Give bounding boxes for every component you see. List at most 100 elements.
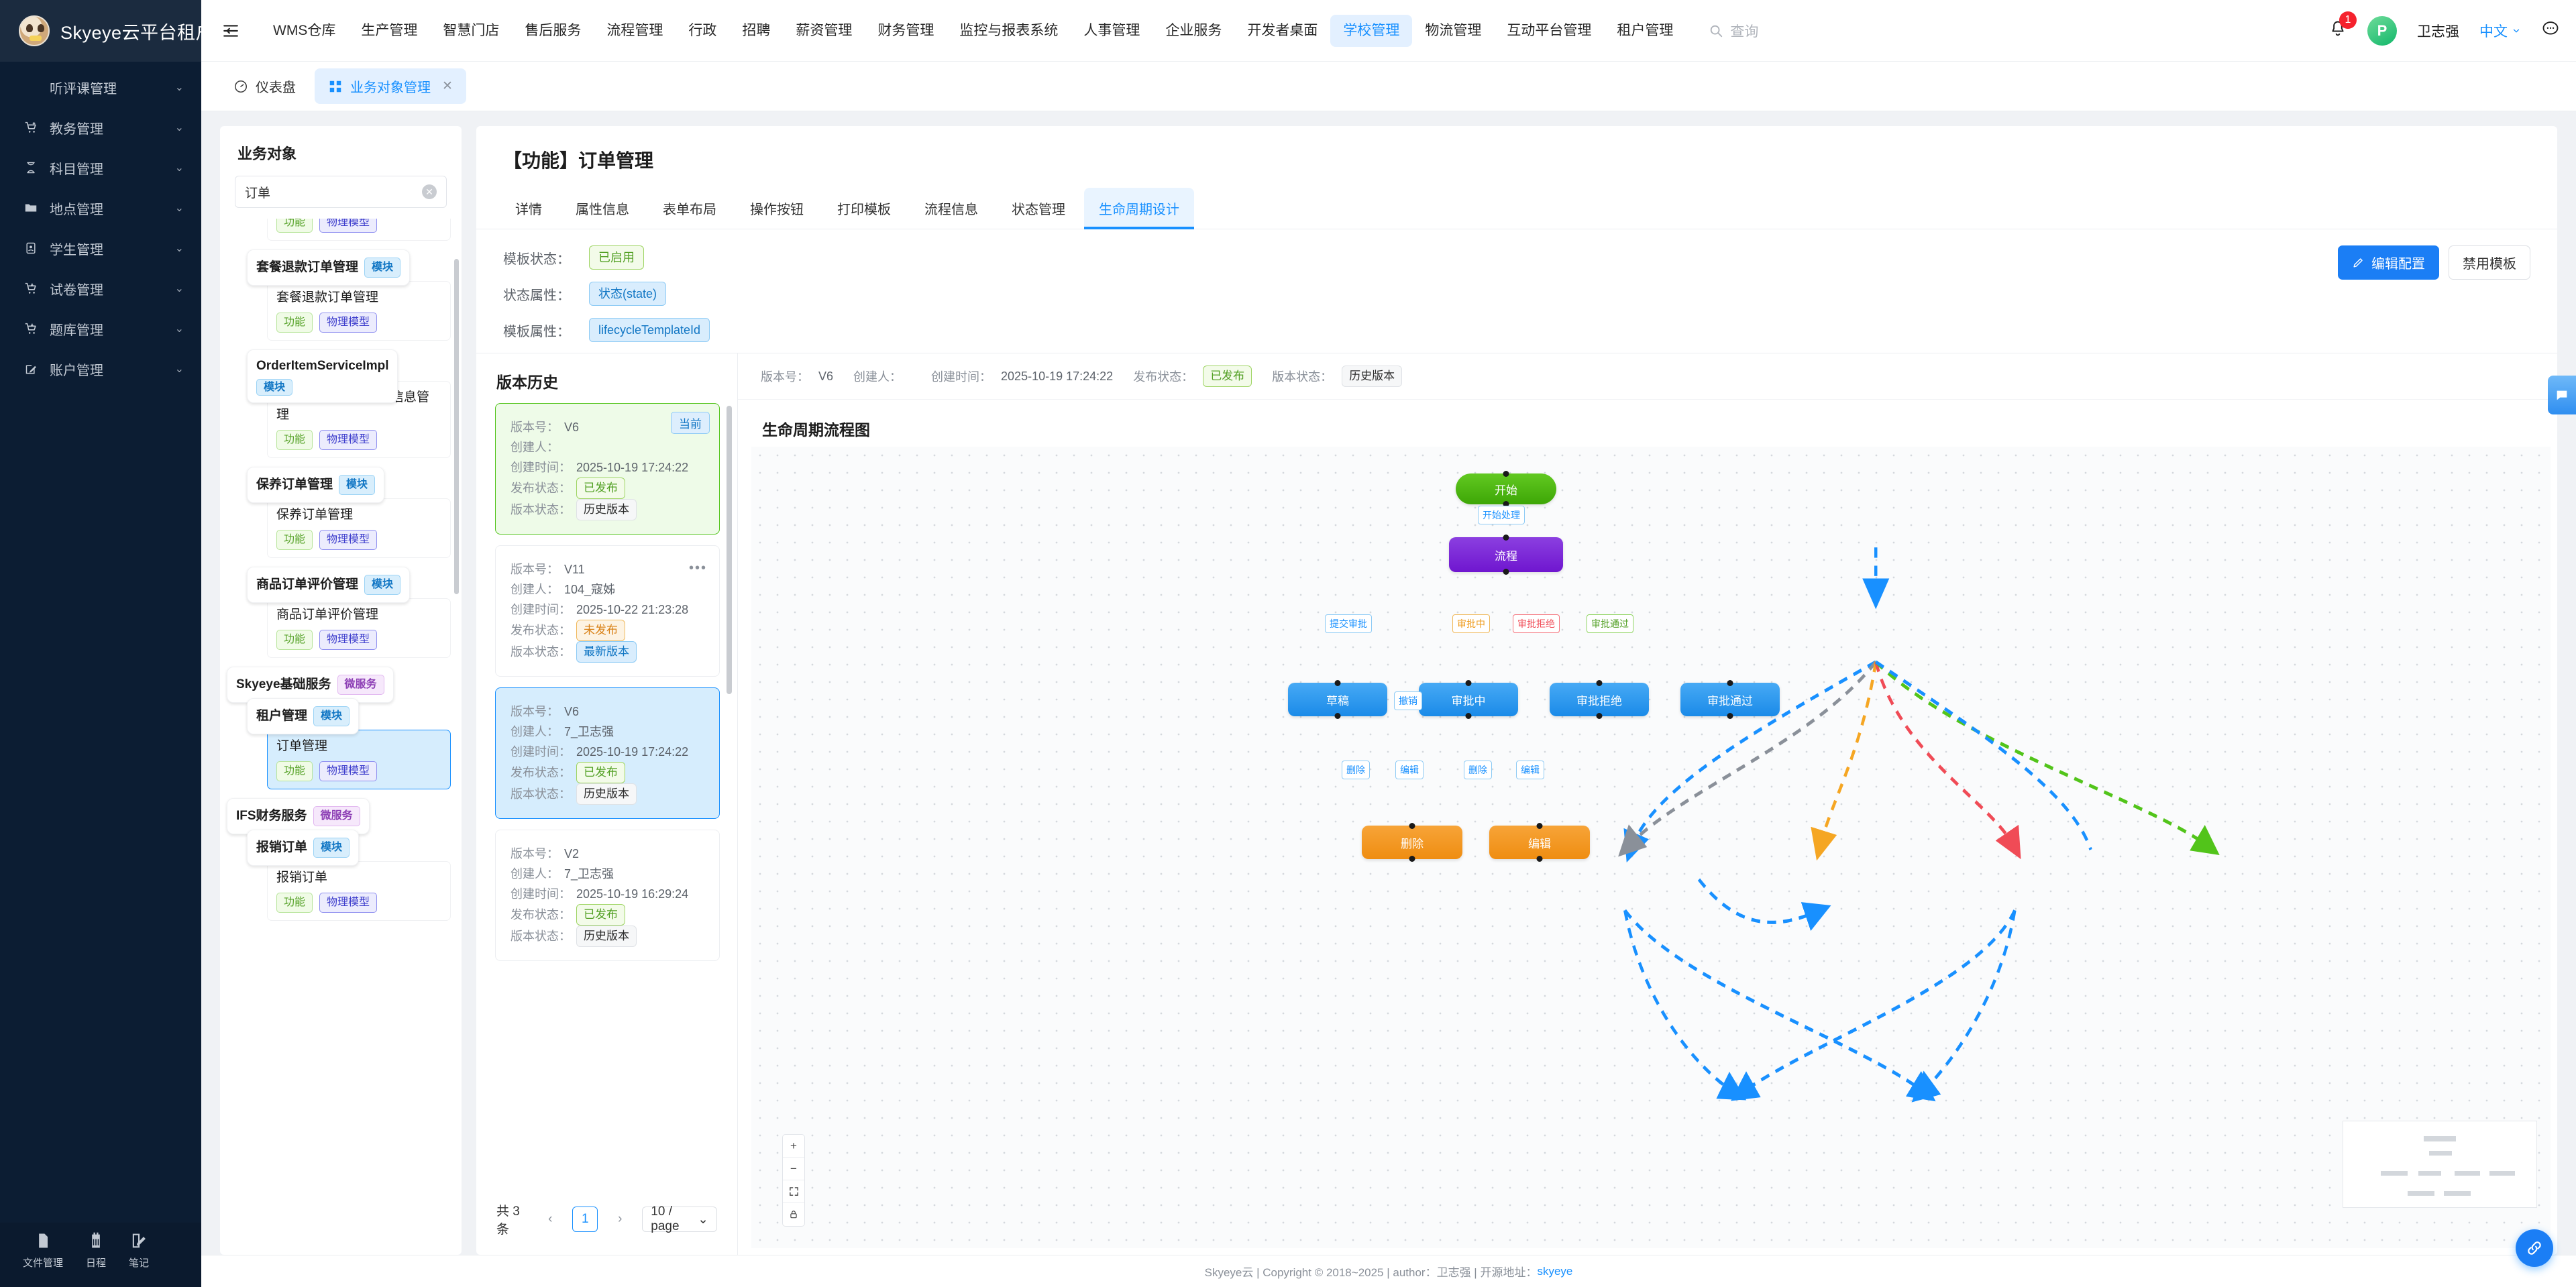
object-search-input[interactable]: 订单 ✕ [235, 176, 447, 208]
tab-process-info[interactable]: 流程信息 [910, 188, 993, 229]
edge-label-edit-from-rejected[interactable]: 编辑 [1516, 761, 1544, 779]
edge-label-delete-from-rejected[interactable]: 删除 [1464, 761, 1492, 779]
lifecycle-canvas[interactable]: 开始 流程 草稿 [751, 447, 2551, 1248]
tab-state-management[interactable]: 状态管理 [997, 188, 1080, 229]
edge-label-in-approval[interactable]: 审批中 [1452, 614, 1490, 633]
tab-detail[interactable]: 详情 [500, 188, 557, 229]
message-icon[interactable] [2548, 376, 2576, 414]
page-size-select[interactable]: 10 / page ⌄ [642, 1207, 717, 1232]
ellipsis-icon[interactable]: ••• [689, 561, 707, 576]
zoom-in-icon[interactable]: + [783, 1135, 804, 1158]
nav-item-logistics[interactable]: 物流管理 [1412, 15, 1494, 47]
nav-item-recruit[interactable]: 招聘 [729, 15, 783, 47]
nav-item-interactive-platform[interactable]: 互动平台管理 [1494, 15, 1604, 47]
nav-item-smart-store[interactable]: 智慧门店 [430, 15, 512, 47]
edge-label-edit-from-draft[interactable]: 编辑 [1395, 761, 1424, 779]
link-icon[interactable] [2516, 1229, 2553, 1267]
sidebar-item-academic[interactable]: 教务管理 ⌄ [0, 107, 201, 148]
nav-item-salary[interactable]: 薪资管理 [783, 15, 865, 47]
sidebar-item-question-bank[interactable]: 题库管理 ⌄ [0, 309, 201, 349]
footer-link[interactable]: skyeye [1537, 1265, 1572, 1278]
nav-item-monitor-report[interactable]: 监控与报表系统 [947, 15, 1071, 47]
nav-item-wms[interactable]: WMS仓库 [260, 15, 348, 47]
edge-label-approval-rejected[interactable]: 审批拒绝 [1513, 614, 1560, 633]
nav-item-finance[interactable]: 财务管理 [865, 15, 947, 47]
version-list-scrollbar[interactable] [727, 406, 732, 694]
version-card[interactable]: 当前 版本号： V6 创建人： [495, 403, 720, 535]
tab-lifecycle-design[interactable]: 生命周期设计 [1084, 188, 1194, 229]
nav-item-process[interactable]: 流程管理 [594, 15, 676, 47]
node-delete[interactable]: 删除 [1362, 826, 1462, 859]
chevron-left-icon[interactable]: ‹ [537, 1207, 563, 1232]
node-draft[interactable]: 草稿 [1288, 683, 1387, 716]
tree-item-module[interactable]: 保养订单管理 模块 [247, 467, 384, 503]
nav-item-after-sales[interactable]: 售后服务 [512, 15, 594, 47]
chat-bubble-icon[interactable] [2541, 19, 2560, 42]
disable-template-button[interactable]: 禁用模板 [2449, 245, 2530, 280]
tab-action-buttons[interactable]: 操作按钮 [735, 188, 818, 229]
tree-scrollbar[interactable] [454, 259, 459, 594]
edge-label-submit-approval[interactable]: 提交审批 [1325, 614, 1372, 633]
avatar[interactable]: P [2367, 16, 2397, 46]
node-edit[interactable]: 编辑 [1489, 826, 1590, 859]
tab-form-layout[interactable]: 表单布局 [648, 188, 731, 229]
nav-item-hr[interactable]: 人事管理 [1071, 15, 1152, 47]
tree-item-module[interactable]: 租户管理 模块 [247, 698, 359, 734]
sidebar-item-listen-evaluate[interactable]: 听评课管理 ⌄ [0, 67, 201, 107]
tree-item-function[interactable]: 报销订单 功能 物理模型 [267, 861, 451, 921]
tab-print-template[interactable]: 打印模板 [822, 188, 906, 229]
sidebar-item-exam-paper[interactable]: 试卷管理 ⌄ [0, 268, 201, 309]
tree-item-function[interactable]: 套餐退款订单管理 功能 物理模型 [267, 281, 451, 341]
version-card[interactable]: 版本号： V6 创建人： 7_卫志强 创建时间： [495, 687, 720, 819]
edge-label-delete-from-draft[interactable]: 删除 [1342, 761, 1370, 779]
tree-item-module[interactable]: 商品订单评价管理 模块 [247, 567, 410, 603]
tree-item-module[interactable]: OrderItemServiceImpl 模块 [247, 349, 398, 403]
tab-attribute-info[interactable]: 属性信息 [561, 188, 644, 229]
tree-item-partial[interactable]: 功能 物理模型 [267, 219, 451, 241]
version-card[interactable]: 版本号： V2 创建人： 7_卫志强 创建时间： [495, 830, 720, 961]
menu-collapse-icon[interactable] [212, 12, 250, 50]
language-switch[interactable]: 中文 [2479, 21, 2521, 41]
node-pending-approval[interactable]: 审批中 [1419, 683, 1518, 716]
tree-item-microservice[interactable]: Skyeye基础服务 微服务 [227, 667, 394, 703]
node-start[interactable]: 开始 [1456, 473, 1556, 504]
nav-item-admin[interactable]: 行政 [676, 15, 729, 47]
sidebar-item-student[interactable]: 学生管理 ⌄ [0, 228, 201, 268]
nav-item-tenant[interactable]: 租户管理 [1604, 15, 1686, 47]
nav-item-production[interactable]: 生产管理 [348, 15, 430, 47]
page-number[interactable]: 1 [572, 1207, 598, 1232]
tab-dashboard[interactable]: 仪表盘 [220, 68, 309, 104]
sidebar-tool-file-manager[interactable]: 文件管理 [23, 1231, 63, 1270]
node-approval-passed[interactable]: 审批通过 [1680, 683, 1780, 716]
edit-config-button[interactable]: 编辑配置 [2338, 245, 2439, 280]
close-icon[interactable]: ✕ [442, 78, 453, 94]
nav-item-developer-desktop[interactable]: 开发者桌面 [1234, 15, 1330, 47]
version-card[interactable]: ••• 版本号： V11 创建人： 104_寇姊 [495, 545, 720, 677]
sidebar-tool-notes[interactable]: 笔记 [129, 1231, 149, 1270]
search-input[interactable]: 查询 [1709, 21, 1758, 41]
node-approval-rejected[interactable]: 审批拒绝 [1550, 683, 1649, 716]
node-process[interactable]: 流程 [1449, 537, 1563, 572]
user-name[interactable]: 卫志强 [2417, 21, 2459, 41]
tree-item-function[interactable]: 商品订单评价管理 功能 物理模型 [267, 598, 451, 658]
minimap[interactable] [2343, 1121, 2537, 1208]
tree-item-microservice[interactable]: IFS财务服务 微服务 [227, 798, 370, 834]
clear-circle-icon[interactable]: ✕ [422, 184, 437, 199]
chevron-right-icon[interactable]: › [607, 1207, 633, 1232]
nav-item-school-management[interactable]: 学校管理 [1330, 15, 1412, 47]
tree-item-order-management-selected[interactable]: 订单管理 功能 物理模型 [267, 730, 451, 789]
sidebar-item-subject[interactable]: 科目管理 ⌄ [0, 148, 201, 188]
tab-business-object-management[interactable]: 业务对象管理 ✕ [315, 68, 466, 104]
sidebar-item-account[interactable]: 账户管理 ⌄ [0, 349, 201, 389]
sidebar-tool-calendar[interactable]: 日程 [86, 1231, 106, 1270]
nav-item-enterprise-service[interactable]: 企业服务 [1152, 15, 1234, 47]
tree-item-module[interactable]: 报销订单 模块 [247, 830, 359, 866]
notification-bell[interactable]: 1 [2328, 19, 2347, 42]
edge-label-approval-passed[interactable]: 审批通过 [1587, 614, 1633, 633]
tree-item-function[interactable]: 保养订单管理 功能 物理模型 [267, 498, 451, 558]
zoom-out-icon[interactable]: − [783, 1158, 804, 1180]
sidebar-item-location[interactable]: 地点管理 ⌄ [0, 188, 201, 228]
edge-label-revoke[interactable]: 撤销 [1394, 691, 1422, 710]
fit-screen-icon[interactable] [783, 1180, 804, 1203]
edge-label-start-process[interactable]: 开始处理 [1478, 506, 1525, 524]
